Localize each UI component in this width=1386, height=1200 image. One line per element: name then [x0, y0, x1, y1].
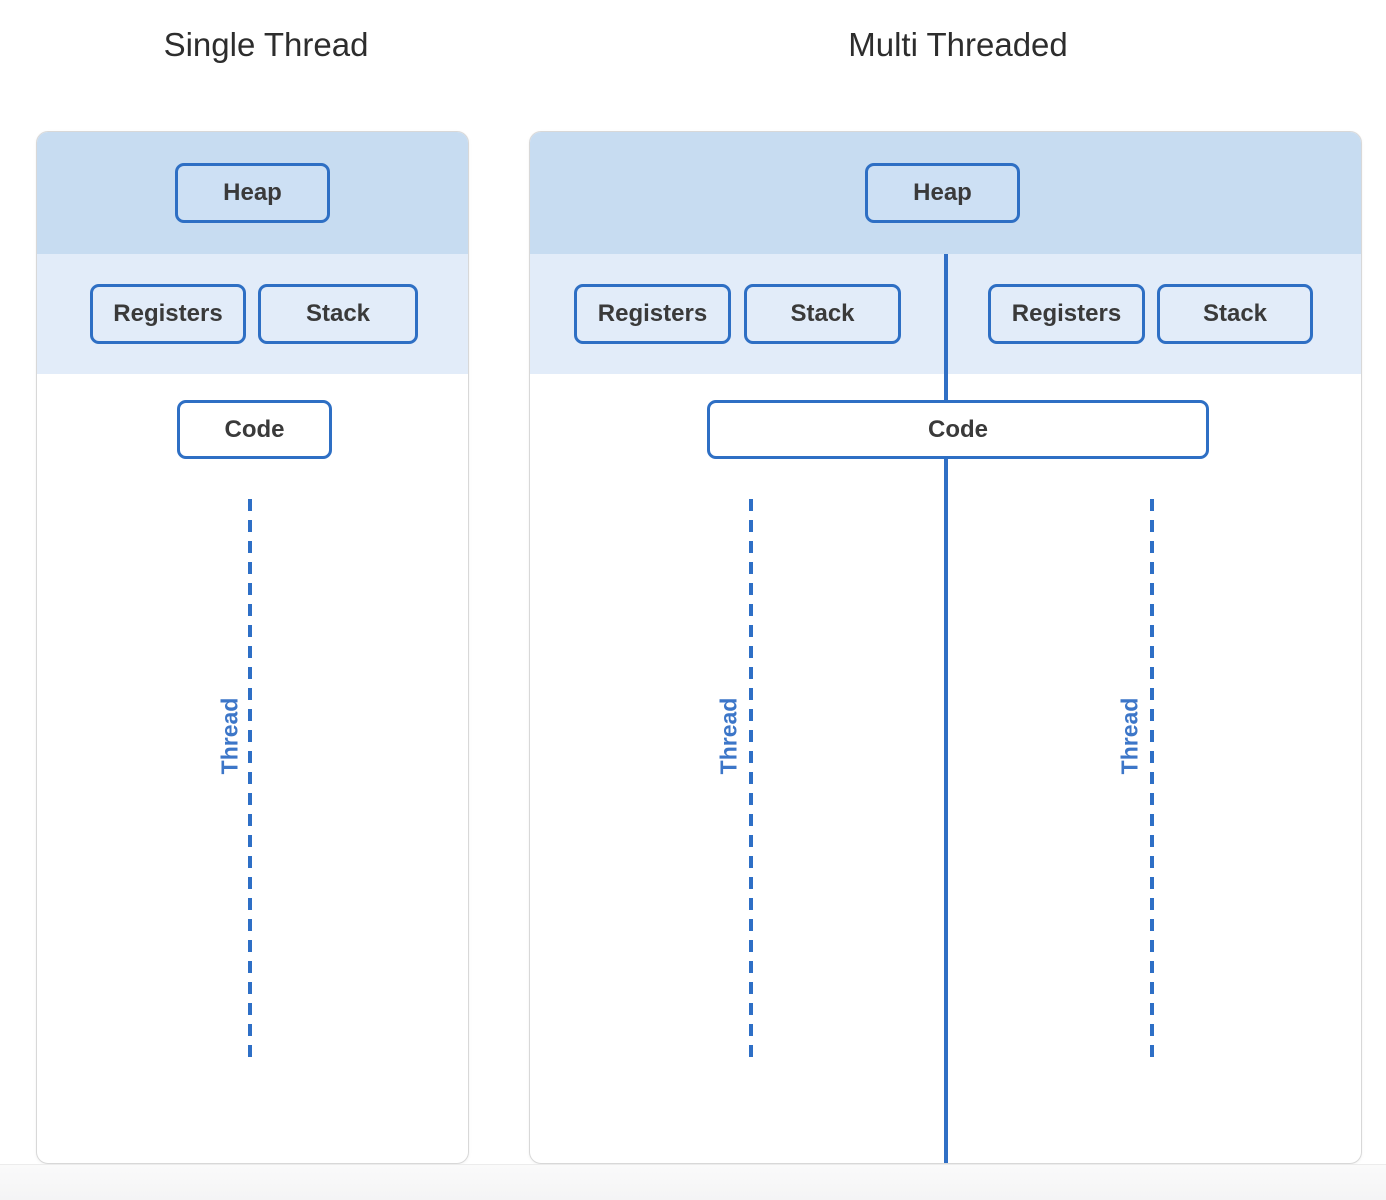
thread1-registers-box: Registers — [574, 284, 731, 344]
thread2-dashed-line — [1150, 499, 1154, 1065]
thread2-registers-box: Registers — [988, 284, 1145, 344]
thread1-stack-box: Stack — [744, 284, 901, 344]
single-heap-box: Heap — [175, 163, 330, 223]
thread-divider-line — [944, 254, 948, 1163]
single-stack-box: Stack — [258, 284, 418, 344]
single-thread-panel: Heap Registers Stack Code Thread — [36, 131, 469, 1164]
footer-strip — [0, 1164, 1386, 1200]
thread2-label: Thread — [1116, 697, 1143, 775]
single-registers-box: Registers — [90, 284, 246, 344]
multi-code-box: Code — [707, 400, 1209, 459]
thread2-stack-box: Stack — [1157, 284, 1313, 344]
thread1-dashed-line — [749, 499, 753, 1065]
multi-threaded-panel: Heap Registers Stack Registers Stack Cod… — [529, 131, 1362, 1164]
single-code-box: Code — [177, 400, 332, 459]
single-thread-label: Thread — [216, 697, 243, 775]
thread1-label: Thread — [715, 697, 742, 775]
single-thread-dashed-line — [248, 499, 252, 1065]
single-thread-title: Single Thread — [163, 26, 369, 63]
multi-heap-box: Heap — [865, 163, 1020, 223]
multi-threaded-title: Multi Threaded — [848, 26, 1068, 63]
